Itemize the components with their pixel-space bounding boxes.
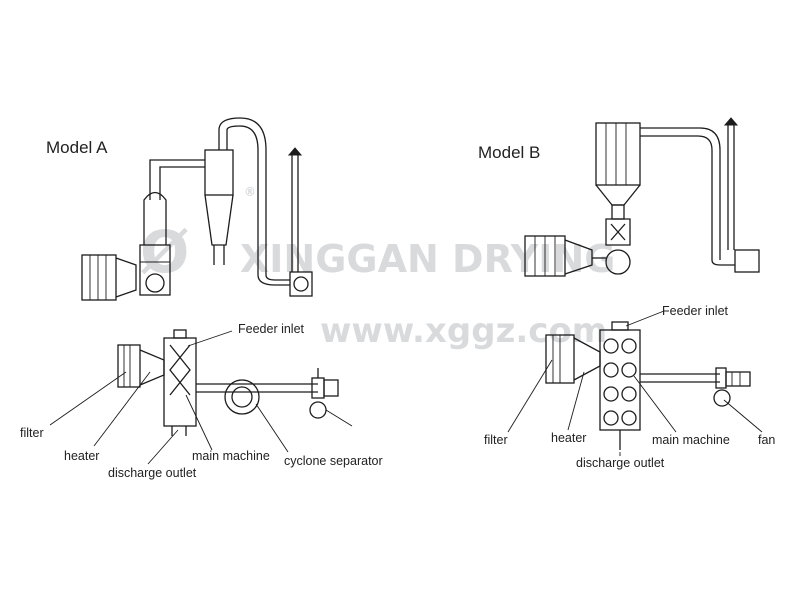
model-b-top-view: Feeder inlet filter heater main machine …	[484, 304, 775, 470]
watermark-url: www.xggz.com	[320, 311, 607, 351]
model-b-label-main-machine: main machine	[652, 433, 730, 447]
model-a-top-view: Feeder inlet filter heater discharge out…	[20, 322, 383, 480]
model-b-label-discharge-outlet: discharge outlet	[576, 456, 665, 470]
model-b-main-machine	[599, 321, 641, 450]
model-b-side-view	[524, 117, 760, 277]
model-a-side-main-tower	[139, 159, 205, 296]
model-a-filter	[117, 344, 141, 388]
model-a-label-discharge-outlet: discharge outlet	[108, 466, 197, 480]
model-a-label-main-machine: main machine	[192, 449, 270, 463]
model-b-label-fan: fan	[758, 433, 775, 447]
model-a-cyclone-top	[224, 379, 260, 415]
model-b-side-fan	[723, 117, 760, 273]
model-a-ducting	[196, 383, 318, 393]
watermark-logo-glyph: Ø	[140, 218, 189, 286]
model-a-fan-top	[309, 368, 339, 419]
model-a-side-filter	[81, 254, 137, 301]
model-a-main-machine	[163, 329, 197, 436]
model-b-label-feeder-inlet: Feeder inlet	[662, 304, 729, 318]
model-b-fan-top	[713, 367, 751, 407]
model-a-side-cyclone	[204, 117, 290, 286]
watermark-brand: XINGGAN DRYING	[240, 237, 615, 281]
model-a-leaders	[49, 330, 353, 465]
watermark-registered-mark: ®	[244, 185, 256, 199]
model-a-label-heater: heater	[64, 449, 99, 463]
model-a-side-view	[81, 117, 313, 301]
model-a-label-filter: filter	[20, 426, 44, 440]
model-a-side-fan	[287, 147, 313, 297]
model-b-label-heater: heater	[551, 431, 586, 445]
model-a-title: Model A	[46, 138, 108, 157]
model-b-leaders	[507, 310, 763, 456]
model-a-label-cyclone-separator: cyclone separator	[284, 454, 383, 468]
model-b-side-bag-filter	[595, 122, 641, 275]
model-b-title: Model B	[478, 143, 540, 162]
model-b-filter	[545, 334, 575, 384]
model-b-ducting	[640, 373, 720, 383]
model-b-side-heater	[524, 235, 606, 277]
model-a-label-feeder-inlet: Feeder inlet	[238, 322, 305, 336]
model-b-label-filter: filter	[484, 433, 508, 447]
watermark: Ø XINGGAN DRYING www.xggz.com ®	[140, 185, 615, 351]
model-b-side-duct	[640, 127, 735, 266]
